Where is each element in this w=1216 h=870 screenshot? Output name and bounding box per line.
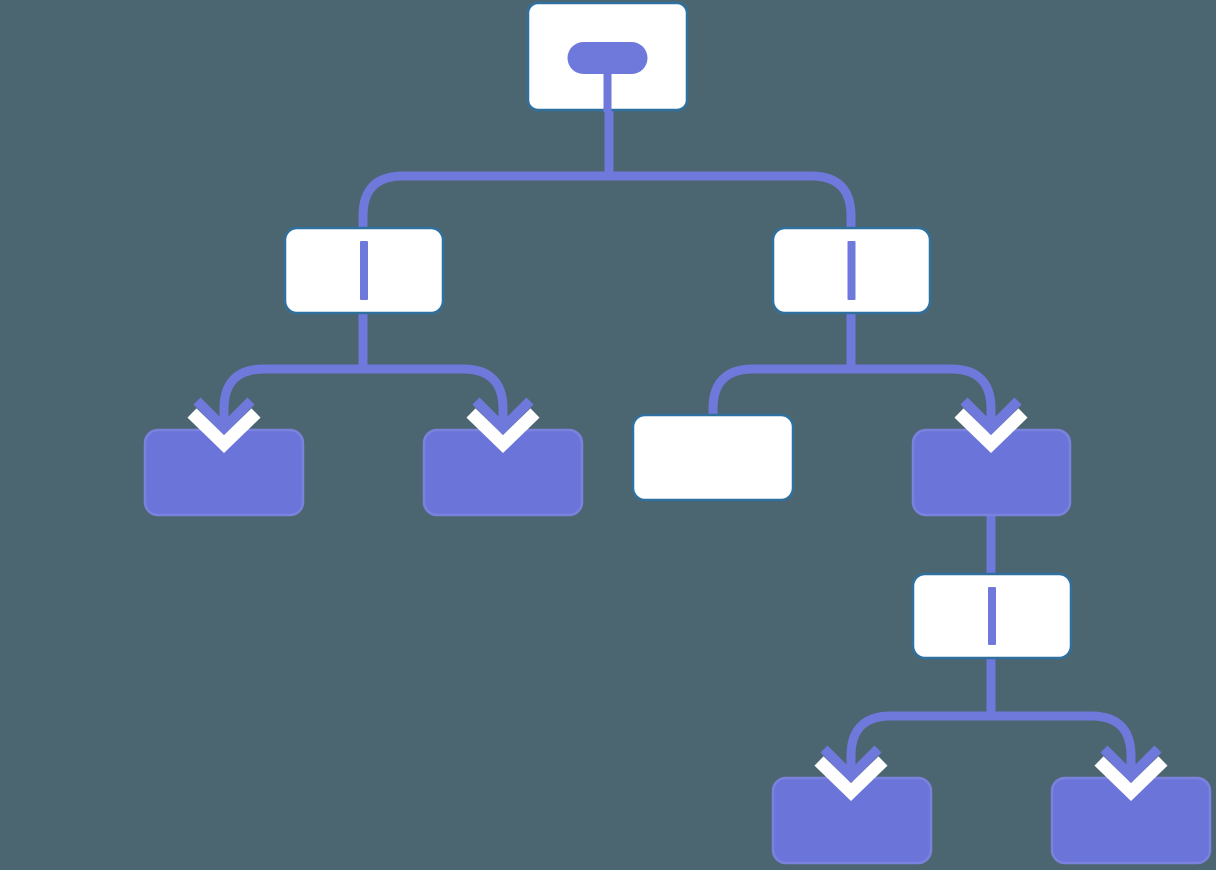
tree-connector-branch-left-to-leaf-2 [363,364,508,423]
chevron-outline [466,408,540,454]
root-pill-icon [567,42,648,74]
root-pill-stem [603,70,612,112]
chevron-head [960,397,1022,436]
tree-connector-branch-bottom-to-leaf-5 [991,711,1136,771]
tree-connector-branch-bottom-to-leaf-4 [846,652,996,771]
chevron-outline [814,756,888,802]
icon-layer [360,42,996,645]
collapsed-bar-icon [360,241,368,300]
chevron-outline [187,408,261,454]
chevron-head [472,397,534,436]
chevron-head [193,397,255,436]
chevron-outline [954,408,1028,454]
chevron-down-arrow-icon [1094,745,1168,802]
collapsed-bar-icon [988,587,996,645]
chevron-head [820,745,882,784]
arrow-layer [187,397,1168,802]
chevron-down-arrow-icon [466,397,540,454]
collapsed-bar-icon [847,241,856,300]
chevron-down-arrow-icon [814,745,888,802]
chevron-down-arrow-icon [187,397,261,454]
tree-connector-branch-right-to-node-plain [708,305,856,424]
node-layer [143,1,1212,865]
tree-connector-branch-left-to-leaf-1 [219,305,368,423]
tree-connector-root-to-branch-right [609,171,856,248]
chevron-down-arrow-icon [954,397,1028,454]
tree-connector-branch-right-to-leaf-3 [851,364,996,423]
tree-connector-root-to-branch-left [358,70,614,248]
connector-layer [219,70,1136,771]
chevron-outline [1094,756,1168,802]
tree-node-node-plain[interactable] [631,413,795,502]
chevron-head [1100,745,1162,784]
